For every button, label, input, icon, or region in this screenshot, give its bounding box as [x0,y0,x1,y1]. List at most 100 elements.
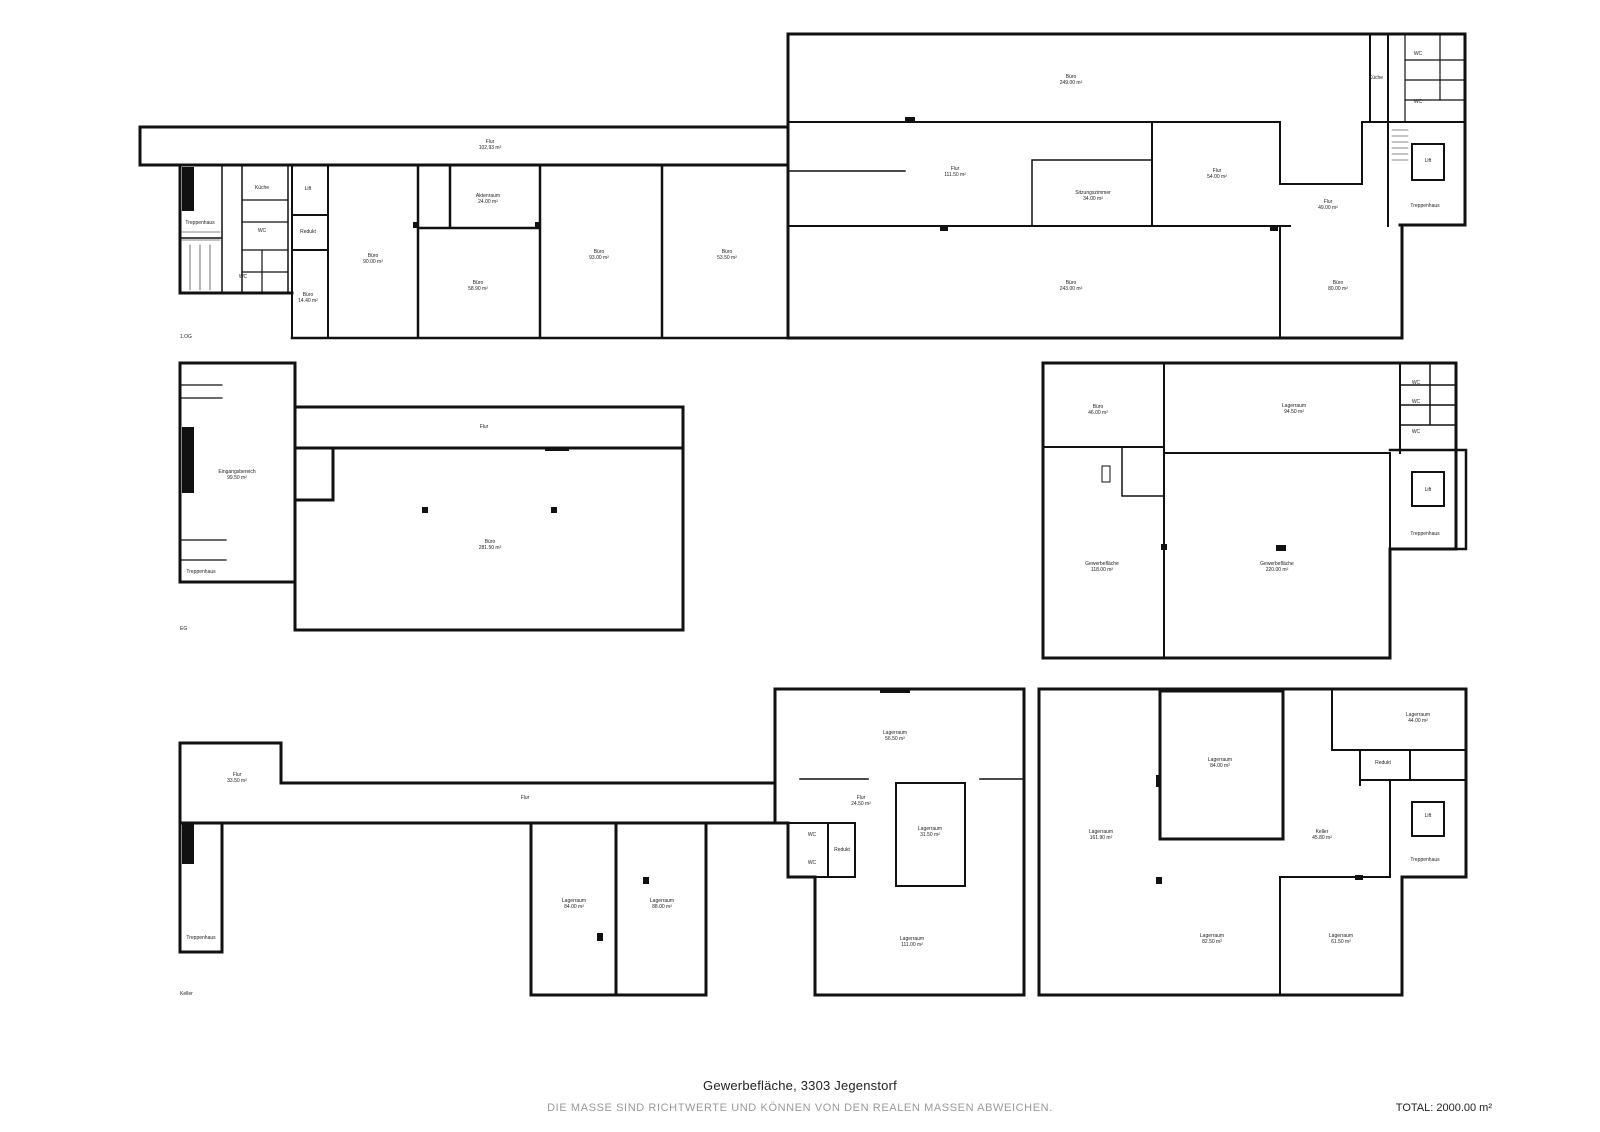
room-name: WC [239,274,248,280]
room-name: WC [258,228,267,234]
room-name: Treppenhaus [1410,857,1440,863]
room-name: Lagerraum [650,898,674,904]
room-area: 84.00 m² [1210,763,1230,769]
room-area: 111.50 m² [944,172,966,178]
room-name: Lagerraum [1200,933,1224,939]
room-label: Lift [1425,813,1432,819]
room-area: 14.40 m² [298,298,318,304]
room-label: Flur [521,795,530,801]
room-area: 93.00 m² [589,255,609,261]
floor-1og-walls [138,32,1467,340]
room-area: 33.50 m² [227,778,247,784]
room-name: Lagerraum [1208,757,1232,763]
room-area: 31.50 m² [920,832,940,838]
room-name: Lagerraum [1282,403,1306,409]
room-label: Küche [1369,75,1383,81]
room-name: Lagerraum [1329,933,1353,939]
floor-eg-left-walls [178,361,685,632]
room-area: 90.00 m² [363,259,383,265]
room-area: 84.00 m² [564,904,584,910]
room-name: Büro [1066,280,1077,286]
room-label: Redukt [834,847,850,853]
room-label: Treppenhaus [185,220,215,226]
room-name: Flur [521,795,530,801]
room-name: Küche [255,185,269,191]
room-name: Büro [722,249,733,255]
room-label: Lift [305,186,312,192]
room-area: 94.50 m² [1284,409,1304,415]
room-name: Büro [485,539,496,545]
room-name: Büro [1093,404,1104,410]
room-name: Büro [594,249,605,255]
floor-label: Keller [180,991,193,997]
room-area: 82.50 m² [1202,939,1222,945]
room-name: WC [1412,399,1421,405]
room-name: Redukt [300,229,316,235]
room-name: Flur [951,166,960,172]
room-name: Lagerraum [1089,829,1113,835]
room-name: Gewerbefläche [1260,561,1294,567]
room-name: Treppenhaus [1410,531,1440,537]
room-label: Treppenhaus [1410,203,1440,209]
room-label: Flur [480,424,489,430]
room-area: 249.00 m² [1060,80,1083,86]
room-area: 58.90 m² [468,286,488,292]
room-label: Treppenhaus [186,569,216,575]
room-area: 118.00 m² [1091,567,1113,573]
room-name: Redukt [1375,760,1391,766]
room-name: Treppenhaus [185,220,215,226]
room-name: Flur [857,795,866,801]
room-label: Treppenhaus [1410,531,1440,537]
plan-title: Gewerbefläche, 3303 Jegenstorf [703,1078,897,1093]
room-label: WC [239,274,248,280]
room-area: 80.00 m² [1328,286,1348,292]
room-name: Büro [473,280,484,286]
room-name: Büro [1333,280,1344,286]
room-area: 46.00 m² [1088,410,1108,416]
room-name: Treppenhaus [186,935,216,941]
room-area: 161.90 m² [1090,835,1113,841]
room-label: WC [1414,99,1423,105]
room-name: WC [808,832,817,838]
room-area: 243.00 m² [1060,286,1083,292]
room-name: Lagerraum [562,898,586,904]
room-name: Büro [1066,74,1077,80]
room-label: WC [808,832,817,838]
room-name: Treppenhaus [186,569,216,575]
room-label: WC [1412,380,1421,386]
room-name: Keller [1316,829,1329,835]
room-name: Lift [305,186,312,192]
room-name: Lagerraum [918,826,942,832]
room-area: 220.00 m² [1266,567,1289,573]
room-label: WC [1412,399,1421,405]
room-name: Gewerbefläche [1085,561,1119,567]
room-label: Küche [255,185,269,191]
room-name: Sitzungszimmer [1075,190,1111,196]
room-name: Flur [486,139,495,145]
room-name: Lagerraum [883,730,907,736]
room-label: WC [1412,429,1421,435]
floor-keller-mid-walls [773,687,1026,997]
room-name: Küche [1369,75,1383,81]
